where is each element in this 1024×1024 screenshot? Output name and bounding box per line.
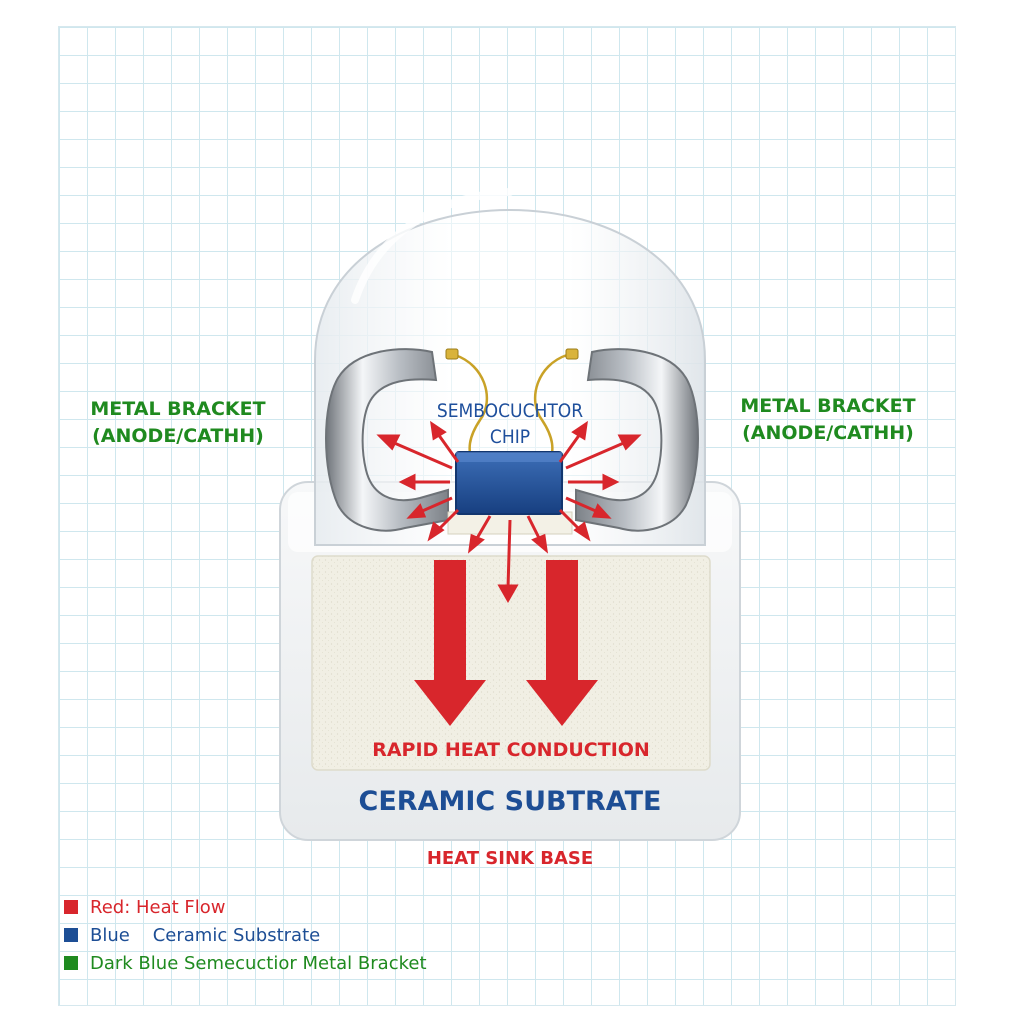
bracket-label-right: METAL BRACKET (ANODE/CATHH) (728, 393, 928, 447)
heat-conduction-arrows (414, 560, 598, 726)
heat-conduction-label: RAPID HEAT CONDUCTION (372, 739, 650, 761)
metal-bracket-right (575, 348, 699, 532)
legend-swatch-blue (64, 928, 78, 942)
glass-dome (314, 209, 706, 546)
bracket-label-right-line1: METAL BRACKET (740, 395, 916, 417)
legend: Red: Heat Flow Blue Ceramic Substrate Da… (64, 893, 427, 977)
legend-item-bracket: Dark Blue Semecuctior Metal Bracket (64, 949, 427, 977)
legend-swatch-green (64, 956, 78, 970)
legend-swatch-red (64, 900, 78, 914)
bracket-label-left: METAL BRACKET (ANODE/CATHH) (78, 396, 278, 450)
bracket-label-left-line2: (ANODE/CATHH) (92, 425, 264, 447)
legend-text-heat-flow: Red: Heat Flow (90, 896, 226, 918)
legend-item-ceramic: Blue Ceramic Substrate (64, 921, 427, 949)
chip-label-line1: SEMBOCUCHTOR (436, 400, 584, 422)
bracket-label-left-line1: METAL BRACKET (90, 398, 266, 420)
ceramic-substrate-label: CERAMIC SUBTRATE (358, 786, 662, 817)
legend-item-heat-flow: Red: Heat Flow (64, 893, 427, 921)
heat-sink-label: HEAT SINK BASE (426, 848, 594, 869)
legend-text-bracket: Dark Blue Semecuctior Metal Bracket (90, 952, 427, 974)
gold-bond-wires (454, 353, 568, 463)
chip-label: SEMBOCUCHTOR CHIP (400, 398, 620, 450)
ceramic-substrate (311, 555, 711, 771)
metal-bracket-left (325, 348, 449, 532)
bracket-label-right-line2: (ANODE/CATHH) (742, 422, 914, 444)
legend-text-ceramic: Blue Ceramic Substrate (90, 924, 321, 946)
heat-radiation-arrows (376, 420, 642, 604)
chip-label-line2: CHIP (489, 426, 531, 448)
